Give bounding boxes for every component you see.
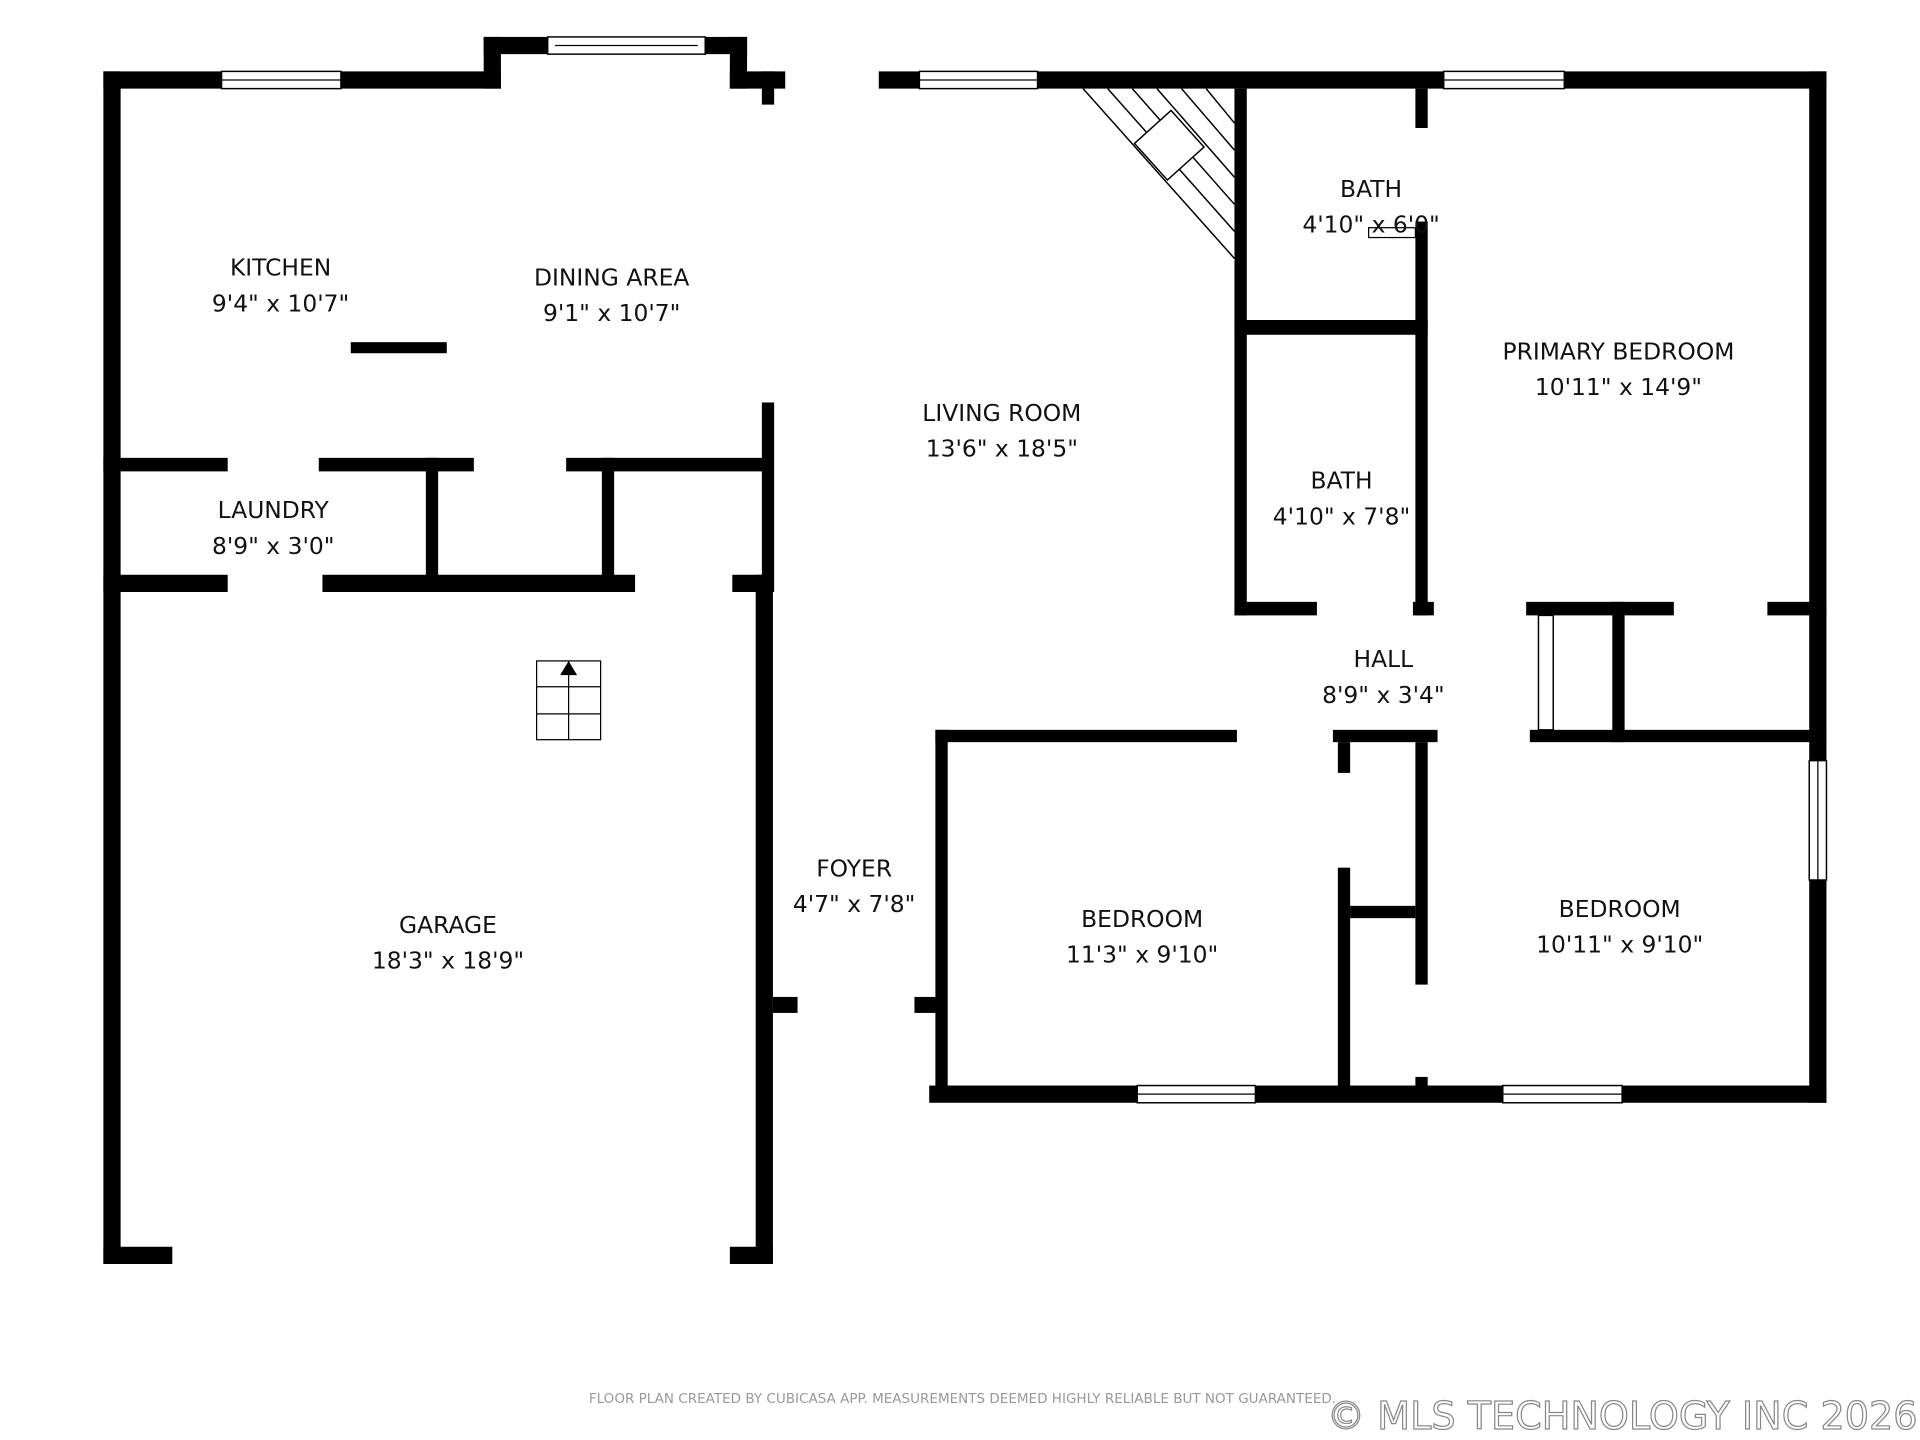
living-name: LIVING ROOM: [922, 399, 1081, 427]
bath2-name: BATH: [1310, 467, 1372, 495]
up-arrow-icon: [560, 660, 578, 676]
laundry-name: LAUNDRY: [218, 496, 330, 524]
kitchen-counter: [350, 342, 447, 354]
stairs: [1082, 88, 1236, 259]
windows: [220, 36, 1828, 1104]
watermark: © MLS TECHNOLOGY INC 2026: [1327, 1394, 1918, 1438]
garage-size: 18'3" x 18'9": [372, 947, 524, 975]
bedroom2-name: BEDROOM: [1559, 895, 1681, 923]
walls: [103, 36, 1827, 1264]
towel-bar: [1368, 227, 1416, 239]
bedroom2-size: 10'11" x 9'10": [1536, 931, 1703, 959]
bedroom1-size: 11'3" x 9'10": [1066, 940, 1218, 968]
disclaimer: FLOOR PLAN CREATED BY CUBICASA APP. MEAS…: [589, 1391, 1336, 1407]
foyer-size: 4'7" x 7'8": [793, 890, 916, 918]
primary-name: PRIMARY BEDROOM: [1503, 337, 1735, 365]
garage-door-symbol: [536, 660, 602, 741]
bath1-name: BATH: [1340, 175, 1402, 203]
bath2-size: 4'10" x 7'8": [1273, 502, 1410, 530]
dining-name: DINING AREA: [534, 264, 689, 292]
kitchen-name: KITCHEN: [230, 254, 331, 282]
laundry-size: 8'9" x 3'0": [212, 532, 335, 560]
hall-name: HALL: [1354, 645, 1414, 673]
dining-size: 9'1" x 10'7": [543, 299, 680, 327]
foyer-name: FOYER: [816, 854, 892, 882]
living-size: 13'6" x 18'5": [926, 435, 1078, 463]
bath1-size: 4'10" x 6'0": [1302, 211, 1439, 239]
kitchen-size: 9'4" x 10'7": [212, 289, 349, 317]
primary-size: 10'11" x 14'9": [1535, 373, 1702, 401]
room-labels: KITCHEN 9'4" x 10'7" DINING AREA 9'1" x …: [212, 175, 1734, 975]
bedroom1-name: BEDROOM: [1081, 905, 1203, 933]
garage-name: GARAGE: [399, 911, 497, 939]
hall-size: 8'9" x 3'4": [1322, 681, 1445, 709]
